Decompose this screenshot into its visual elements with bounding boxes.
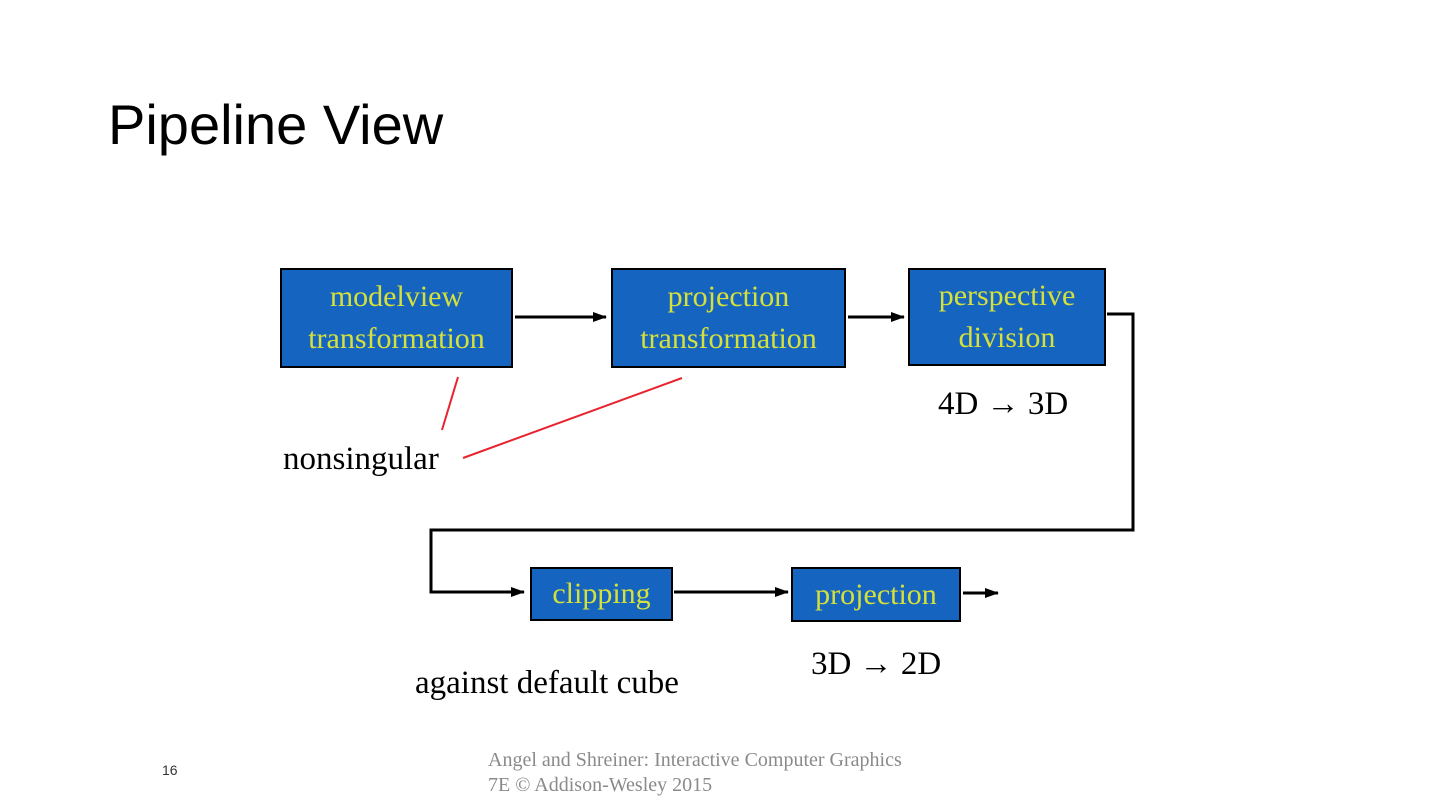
annotation-line-projection-nonsingular [462, 377, 683, 459]
box-modelview-transformation-label: modelview transformation [308, 280, 485, 355]
box-projection-transformation: projection transformation [611, 268, 846, 368]
box-clipping: clipping [530, 567, 673, 621]
box-perspective-division-label: perspective division [938, 279, 1076, 354]
annotation-4d-to-3d: 4D → 3D [938, 386, 1069, 422]
page-number: 16 [162, 762, 178, 778]
annotation-nonsingular: nonsingular [283, 441, 439, 477]
annotation-3d-to-2d: 3D → 2D [811, 646, 942, 682]
box-perspective-division: perspective division [908, 268, 1106, 366]
annotation-line-modelview-nonsingular [441, 376, 459, 431]
page-title: Pipeline View [108, 93, 444, 156]
annotation-against-default-cube: against default cube [415, 665, 679, 701]
box-projection-transformation-label: projection transformation [640, 280, 817, 355]
footer-credit-line1: Angel and Shreiner: Interactive Computer… [488, 749, 902, 771]
box-projection-label: projection [815, 577, 937, 611]
box-modelview-transformation: modelview transformation [280, 268, 513, 368]
footer-credit-line2: 7E © Addison-Wesley 2015 [488, 774, 713, 796]
box-projection: projection [791, 567, 961, 622]
footer-credit: Angel and Shreiner: Interactive Computer… [488, 748, 902, 798]
box-clipping-label: clipping [552, 577, 651, 610]
